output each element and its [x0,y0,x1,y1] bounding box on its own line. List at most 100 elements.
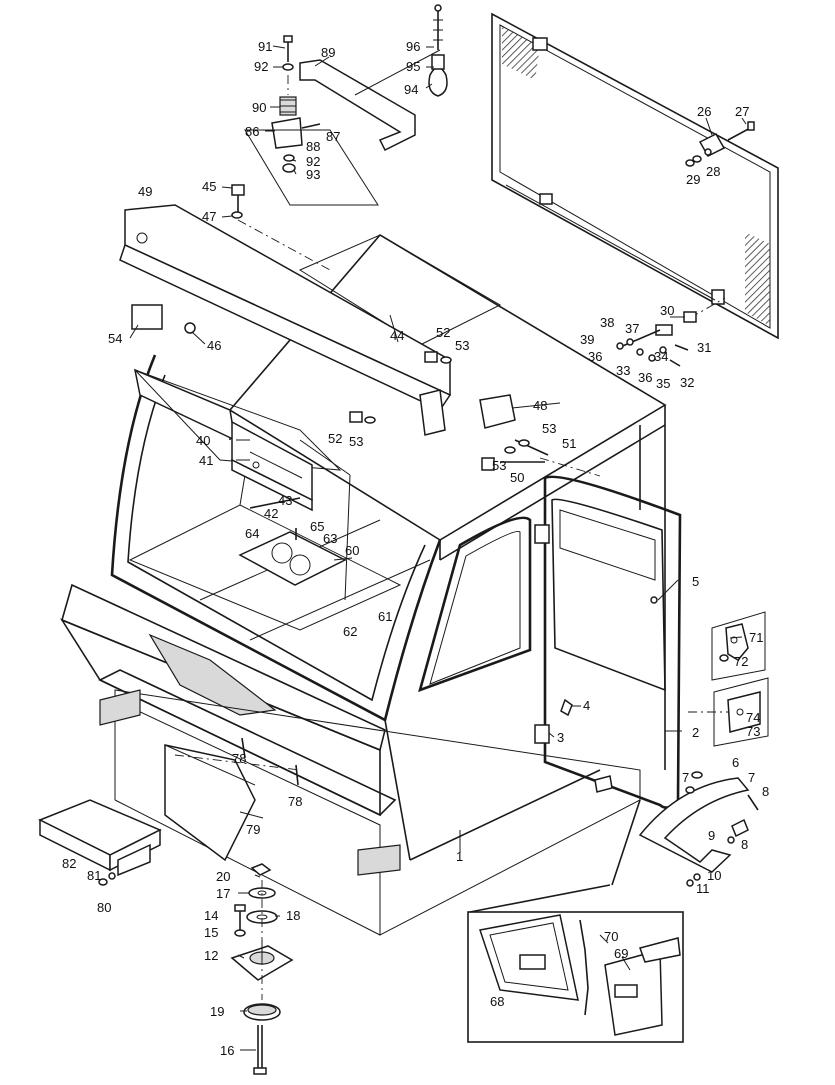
callout-53-d: 53 [492,458,506,473]
callout-52: 52 [436,325,450,340]
callout-69: 69 [614,946,628,961]
callout-16: 16 [220,1043,234,1058]
callout-1: 1 [456,849,463,864]
callout-64: 64 [245,526,259,541]
callout-31: 31 [697,340,711,355]
callout-18: 18 [286,908,300,923]
callout-8-b: 8 [741,837,748,852]
callout-8: 8 [762,784,769,799]
callout-17: 17 [216,886,230,901]
callout-12: 12 [204,948,218,963]
callout-78: 78 [232,751,246,766]
hatch-hinge-hardware [685,121,755,167]
callout-50: 50 [510,470,524,485]
callout-10: 10 [707,868,721,883]
callout-72: 72 [734,654,748,669]
callout-95: 95 [406,59,420,74]
bracket-73-74 [688,677,769,747]
callout-7: 7 [682,770,689,785]
callout-4: 4 [583,698,590,713]
callout-71: 71 [749,630,763,645]
callout-26: 26 [697,104,711,119]
callout-68: 68 [490,994,504,1009]
callout-33: 33 [616,363,630,378]
callout-7-b: 7 [748,770,755,785]
callout-60: 60 [345,543,359,558]
callout-9: 9 [708,828,715,843]
callout-81: 81 [87,868,101,883]
callout-80: 80 [97,900,111,915]
callout-62: 62 [343,624,357,639]
callout-92-lower: 92 [306,154,320,169]
callout-32: 32 [680,375,694,390]
top-fasteners [231,184,601,477]
hatch-latch-hardware [616,297,726,367]
callout-44: 44 [390,328,404,343]
cab-door [534,475,682,809]
callout-41: 41 [199,453,213,468]
step-bracket-79 [164,737,301,862]
callout-35: 35 [656,376,670,391]
callout-19: 19 [210,1004,224,1019]
callout-43: 43 [278,493,292,508]
callout-15: 15 [204,925,218,940]
callout-51: 51 [562,436,576,451]
callout-34: 34 [654,349,668,364]
callout-53: 53 [455,338,469,353]
callout-36: 36 [588,349,602,364]
callout-53-b: 53 [542,421,556,436]
callout-46: 46 [207,338,221,353]
callout-63: 63 [323,531,337,546]
callout-42: 42 [264,506,278,521]
callout-37: 37 [625,321,639,336]
callout-5: 5 [692,574,699,589]
callout-52-b: 52 [328,431,342,446]
callout-30: 30 [660,303,674,318]
leader-lines [129,45,747,1051]
callout-92: 92 [254,59,268,74]
callout-6: 6 [732,755,739,770]
mount-stack [230,863,294,1075]
callout-labels: 91 89 92 96 95 94 90 86 88 87 92 93 26 2… [62,39,769,1058]
bracket-71-72 [711,611,766,681]
callout-54: 54 [108,331,122,346]
callout-2: 2 [692,725,699,740]
callout-96: 96 [406,39,420,54]
callout-91: 91 [258,39,272,54]
callout-20: 20 [216,869,230,884]
door-handle-inset [467,799,684,1043]
callout-79: 79 [246,822,260,837]
callout-88: 88 [306,139,320,154]
callout-3: 3 [557,730,564,745]
floor-plate-63 [238,528,347,586]
callout-94: 94 [404,82,418,97]
callout-38: 38 [600,315,614,330]
callout-73: 73 [746,724,760,739]
callout-14: 14 [204,908,218,923]
callout-11: 11 [696,881,710,896]
top-mount-assembly [244,4,448,206]
callout-90: 90 [252,100,266,115]
callout-78-b: 78 [288,794,302,809]
callout-36-b: 36 [638,370,652,385]
callout-61: 61 [378,609,392,624]
roof-hatch-panel [491,12,779,340]
callout-65: 65 [310,519,324,534]
callout-82: 82 [62,856,76,871]
callout-87: 87 [326,129,340,144]
callout-28: 28 [706,164,720,179]
callout-49: 49 [138,184,152,199]
callout-74: 74 [746,710,760,725]
callout-86: 86 [245,124,259,139]
callout-48: 48 [533,398,547,413]
callout-47: 47 [202,209,216,224]
callout-27: 27 [735,104,749,119]
callout-29: 29 [686,172,700,187]
step-assembly-6 [638,771,759,887]
callout-89: 89 [321,45,335,60]
beam-40-41 [231,420,313,512]
callout-70: 70 [604,929,618,944]
callout-45: 45 [202,179,216,194]
